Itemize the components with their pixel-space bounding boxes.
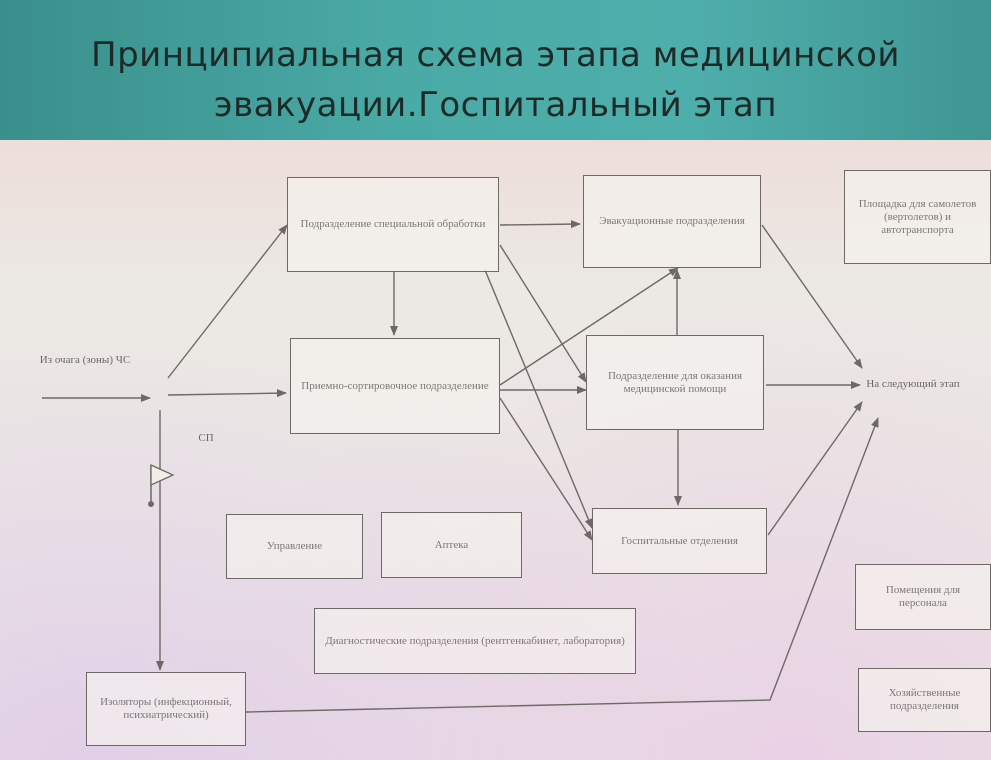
title-line-2: эвакуации.Госпитальный этап (213, 85, 778, 125)
slide-title: Принципиальная схема этапа медицинской э… (0, 30, 991, 130)
isolators-box: Изоляторы (инфекционный, психиатрический… (86, 672, 246, 746)
arrow-special-to-medical (499, 244, 587, 383)
diagram-canvas: Из очага (зоны) ЧС СП Подразделение спец… (0, 140, 991, 760)
special-treatment-box: Подразделение специальной обработки (287, 177, 499, 272)
diagnostics-box: Диагностические подразделения (рентгенка… (314, 608, 636, 674)
title-banner: Принципиальная схема этапа медицинской э… (0, 0, 991, 140)
management-box: Управление (226, 514, 363, 579)
utility-box: Хозяйственные подразделения (858, 668, 991, 732)
admission-box: Приемно-сортировочное подразделение (290, 338, 500, 434)
connector-layer (42, 220, 879, 713)
arrow-special-to-hospital (484, 269, 593, 529)
arrow-isolators-to-next (245, 417, 879, 713)
arrow-sp-to-special (167, 224, 288, 379)
arrow-admission-to-hospital (499, 397, 593, 541)
source-label: Из очага (зоны) ЧС (39, 354, 131, 366)
hospital-depts-box: Госпитальные отделения (592, 508, 767, 574)
evacuation-box: Эвакуационные подразделения (583, 175, 761, 268)
medical-aid-box: Подразделение для оказания медицинской п… (586, 335, 764, 430)
airfield-box: Площадка для самолетов (вертолетов) и ав… (844, 170, 991, 264)
title-line-1: Принципиальная схема этапа медицинской (91, 35, 900, 75)
arrow-evacuation-to-next (761, 224, 863, 369)
arrow-admission-to-evacuation (499, 267, 679, 386)
flag-icon (148, 463, 175, 507)
arrow-hospital-to-next (767, 401, 863, 536)
arrow-special-to-evacuation (499, 220, 581, 229)
next-stage-label: На следующий этап (866, 378, 960, 390)
sp-label: СП (198, 432, 214, 444)
pharmacy-box: Аптека (381, 512, 522, 578)
premises-box: Помещения для персонала (855, 564, 991, 630)
arrow-sp-to-admission (167, 389, 287, 398)
